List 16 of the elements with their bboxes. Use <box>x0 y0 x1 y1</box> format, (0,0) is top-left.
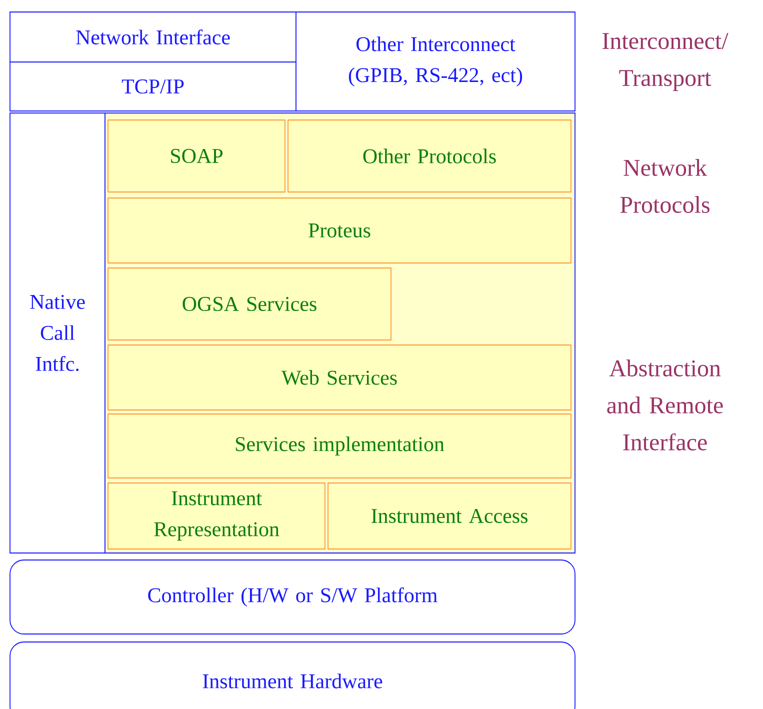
protocol-box: OGSA Services <box>108 268 392 340</box>
protocol-box: Instrument Representation <box>108 482 326 550</box>
layer-box: Other Interconnect (GPIB, RS-422, ect) <box>296 12 576 112</box>
protocol-box: Instrument Access <box>328 482 572 550</box>
protocol-box: Proteus <box>108 198 572 264</box>
platform-box: Controller (H/W or S/W Platform <box>10 560 576 634</box>
platform-box: Instrument Hardware <box>10 642 576 709</box>
protocol-box: Other Protocols <box>288 120 572 192</box>
side-label: Interconnect/ Transport <box>602 33 728 91</box>
protocol-box: SOAP <box>108 120 286 192</box>
protocol-box: Services implementation <box>108 414 572 478</box>
layer-box: TCP/IP <box>10 62 296 112</box>
side-label: Network Protocols <box>620 159 710 213</box>
layer-box: Network Interface <box>10 12 296 62</box>
protocol-box: Web Services <box>108 344 572 410</box>
side-label: Abstraction and Remote Interface <box>607 360 723 450</box>
